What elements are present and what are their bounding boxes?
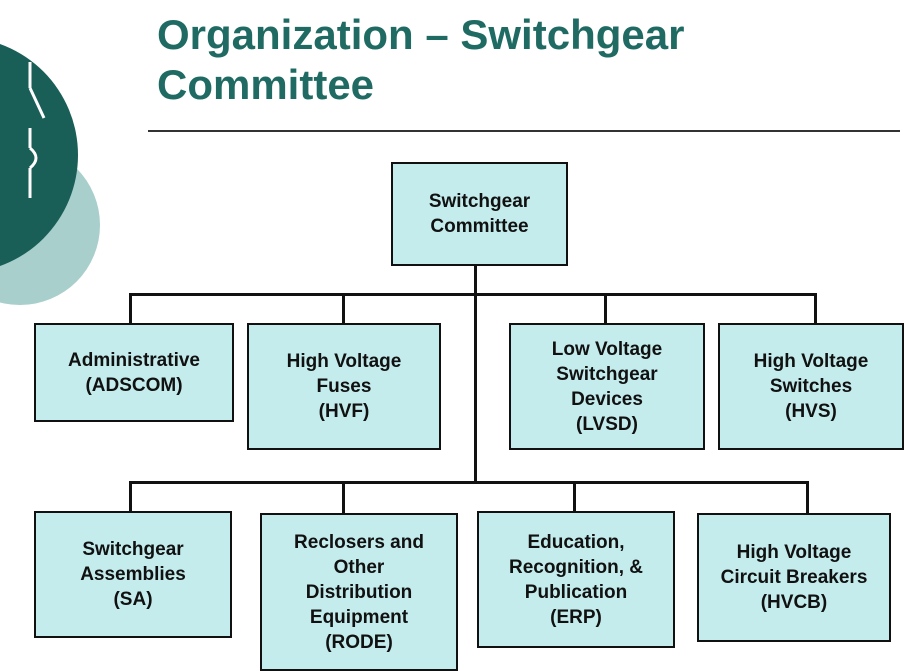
- row2-drop-1: [129, 481, 132, 511]
- org-node-switchgear-committee: Switchgear Committee: [391, 162, 568, 266]
- org-node-sa: Switchgear Assemblies (SA): [34, 511, 232, 638]
- row1-drop-1: [129, 293, 132, 323]
- title-divider: [148, 130, 900, 132]
- org-node-lvsd: Low Voltage Switchgear Devices (LVSD): [509, 323, 705, 450]
- node-label: Low Voltage Switchgear Devices (LVSD): [551, 338, 663, 435]
- trunk-line: [474, 266, 477, 484]
- org-node-hvs: High Voltage Switches (HVS): [718, 323, 904, 450]
- row2-drop-4: [806, 481, 809, 513]
- title-line-2: Committee: [157, 61, 375, 108]
- org-node-hvf: High Voltage Fuses (HVF): [247, 323, 441, 450]
- org-node-rode: Reclosers and Other Distribution Equipme…: [260, 513, 458, 671]
- row2-bus-line: [129, 481, 809, 484]
- title-line-1: Organization – Switchgear: [157, 11, 685, 58]
- row1-drop-3: [604, 293, 607, 323]
- switch-symbol-icon: [28, 62, 46, 198]
- row2-drop-2: [342, 481, 345, 513]
- node-label: High Voltage Switches (HVS): [753, 351, 869, 422]
- node-label: High Voltage Circuit Breakers (HVCB): [720, 542, 868, 613]
- org-node-erp: Education, Recognition, & Publication (E…: [477, 511, 675, 648]
- node-label: Administrative (ADSCOM): [68, 349, 200, 396]
- node-label: Switchgear Assemblies (SA): [80, 539, 186, 610]
- decorative-circles: [0, 44, 100, 305]
- row1-bus-line: [129, 293, 817, 296]
- org-node-hvcb: High Voltage Circuit Breakers (HVCB): [697, 513, 891, 642]
- row1-drop-2: [342, 293, 345, 323]
- node-label: Reclosers and Other Distribution Equipme…: [294, 531, 424, 653]
- org-node-adscom: Administrative (ADSCOM): [34, 323, 234, 422]
- page-title: Organization – Switchgear Committee: [157, 10, 684, 110]
- row1-drop-4: [814, 293, 817, 323]
- node-label: Education, Recognition, & Publication (E…: [508, 531, 644, 628]
- row2-drop-3: [573, 481, 576, 511]
- node-label: Switchgear Committee: [428, 191, 531, 237]
- node-label: High Voltage Fuses (HVF): [286, 351, 402, 422]
